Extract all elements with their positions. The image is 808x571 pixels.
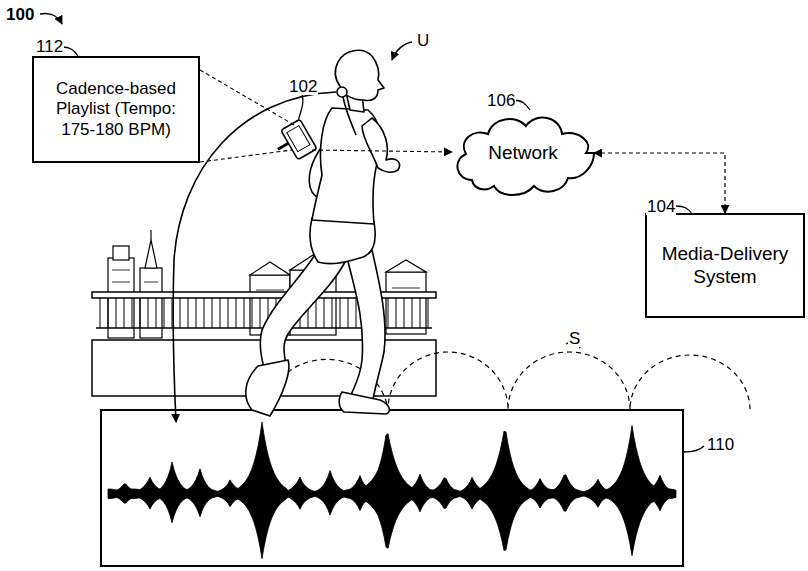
node-text-group: Network — [478, 142, 568, 165]
system-box: Media-Delivery System — [645, 213, 805, 318]
playlist-box: Cadence-based Playlist (Tempo: 175-180 B… — [32, 56, 200, 163]
node-label: Media-Delivery System — [657, 243, 793, 289]
callout-number: S — [568, 330, 581, 347]
callout-number: 102 — [288, 78, 318, 95]
leader-arrow — [40, 13, 62, 24]
network-cloud: Network — [452, 108, 594, 198]
node-label: Cadence-based Playlist (Tempo: 175-180 B… — [44, 79, 188, 140]
node-text-group: Media-Delivery System — [647, 243, 803, 289]
leader-line — [684, 446, 704, 452]
callout-number: 106 — [486, 92, 516, 109]
callout-number: 110 — [706, 436, 735, 453]
dashed-leader — [200, 70, 296, 126]
callout-number: U — [416, 32, 430, 49]
waveform-box — [101, 410, 683, 566]
stride-arcs — [265, 352, 750, 410]
media-device — [270, 119, 316, 165]
callout-number: 112 — [35, 38, 64, 55]
callout-number: 100 — [5, 6, 35, 23]
leader-line — [62, 47, 78, 56]
leader-arrow — [392, 42, 412, 60]
node-text-group: Cadence-based Playlist (Tempo: 175-180 B… — [34, 79, 198, 140]
waveform — [108, 422, 676, 559]
node-label: Network — [488, 142, 558, 165]
waveform-axis — [108, 494, 676, 495]
dashed-arrow — [312, 150, 452, 152]
callout-number: 104 — [646, 198, 676, 215]
runner-figure — [246, 50, 400, 416]
